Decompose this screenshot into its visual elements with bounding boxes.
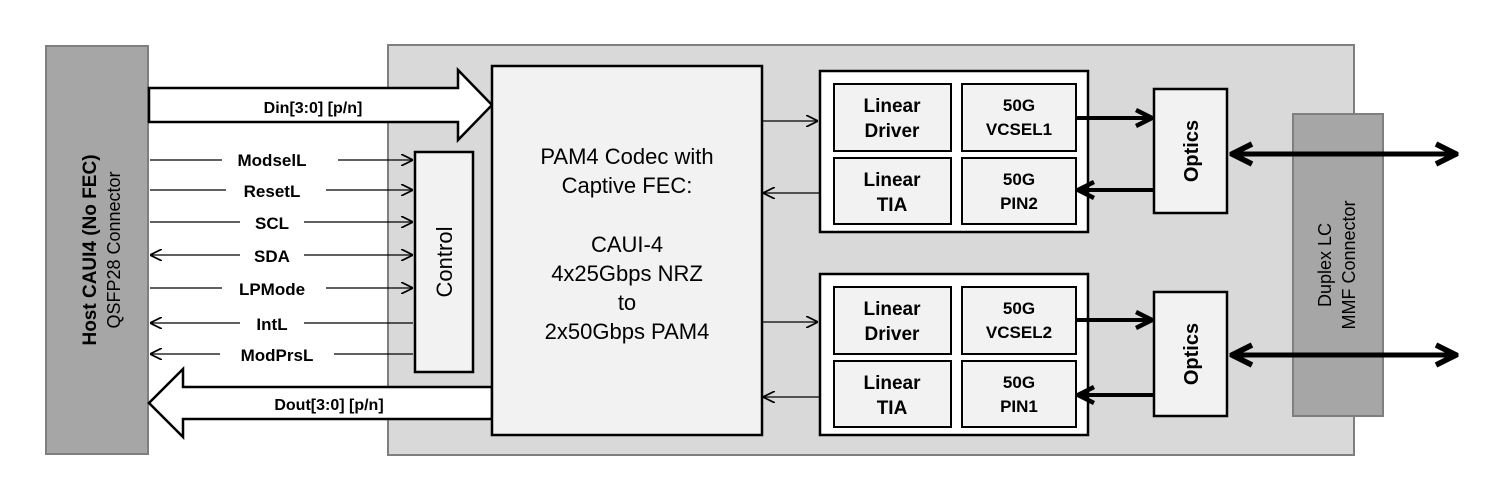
lane-1-vcsel-line2: VCSEL1 bbox=[986, 120, 1052, 139]
signal-label-modsell: ModselL bbox=[238, 151, 307, 170]
lane-2-driver-line2: Driver bbox=[865, 324, 921, 345]
lane-2-optics-block bbox=[1152, 290, 1229, 418]
lane-1-pin-block bbox=[961, 157, 1077, 225]
lane-1-tia-block bbox=[833, 157, 952, 225]
lc-connector-line1: Duplex LC bbox=[1315, 223, 1335, 307]
lane-1-pin-line2: PIN2 bbox=[1000, 194, 1038, 213]
codec-text: PAM4 Codec with Captive FEC: CAUI-4 4x25… bbox=[540, 144, 713, 344]
lane-2-tia-line1: Linear bbox=[863, 373, 921, 394]
lane-1-driver-block bbox=[833, 83, 952, 152]
lane-2-vcsel-block bbox=[961, 286, 1077, 355]
signal-label-intl: IntL bbox=[256, 315, 287, 334]
label-bg bbox=[226, 178, 326, 202]
lc-connector-line2: MMF Connector bbox=[1339, 200, 1359, 329]
lane-2-tia-block bbox=[833, 360, 952, 428]
lane-1-tia-line1: Linear bbox=[863, 170, 921, 191]
din-label: Din[3:0] [p/n] bbox=[264, 100, 363, 117]
label-bg bbox=[240, 311, 304, 335]
dout-label: Dout[3:0] [p/n] bbox=[274, 397, 383, 414]
host-title: Host CAUI4 (No FEC) bbox=[80, 154, 101, 345]
lane-1: Linear Driver 50G VCSEL1 Linear TIA 50G … bbox=[818, 69, 1229, 234]
lane-1-driver-line2: Driver bbox=[865, 121, 921, 142]
control-signal-labels: ModselL ResetL SCL SDA LPMode IntL ModPr… bbox=[220, 147, 338, 366]
host-connector-block bbox=[45, 45, 149, 455]
lane-1-optics-label: Optics bbox=[1181, 120, 1203, 182]
lane-2-driver-line1: Linear bbox=[863, 299, 921, 320]
label-bg bbox=[240, 243, 304, 267]
codec-block bbox=[490, 64, 764, 437]
lane-2-optics-label: Optics bbox=[1181, 323, 1203, 385]
din-bus-arrow bbox=[147, 66, 494, 144]
signal-label-lpmode: LPMode bbox=[239, 280, 305, 299]
codec-line-1: PAM4 Codec with bbox=[540, 144, 713, 169]
lane-2-tia-line2: TIA bbox=[877, 398, 908, 419]
codec-line-5: 4x25Gbps NRZ bbox=[551, 261, 703, 286]
lane-2: Linear Driver 50G VCSEL2 Linear TIA 50G … bbox=[818, 272, 1229, 437]
lane-1-vcsel-line1: 50G bbox=[1003, 96, 1035, 115]
lane-1-vcsel-block bbox=[961, 83, 1077, 152]
lane-2-vcsel-line1: 50G bbox=[1003, 299, 1035, 318]
lane-1-driver-line1: Linear bbox=[863, 96, 921, 117]
dout-bus-arrow bbox=[147, 365, 494, 441]
codec-line-2: Captive FEC: bbox=[562, 173, 693, 198]
lane-2-pin-line1: 50G bbox=[1003, 373, 1035, 392]
lc-connector-block bbox=[1292, 113, 1384, 417]
signal-label-modprsl: ModPrsL bbox=[241, 346, 314, 365]
lane-2-driver-block bbox=[833, 286, 952, 355]
label-bg bbox=[222, 276, 326, 300]
lane-1-optics-block bbox=[1152, 87, 1229, 215]
signal-label-resetl: ResetL bbox=[244, 182, 301, 201]
lane-2-pin-block bbox=[961, 360, 1077, 428]
label-bg bbox=[220, 342, 334, 366]
label-bg bbox=[222, 147, 338, 171]
signal-label-sda: SDA bbox=[254, 247, 290, 266]
lane-1-pin-line1: 50G bbox=[1003, 170, 1035, 189]
control-label: Control bbox=[432, 227, 457, 298]
codec-line-4: CAUI-4 bbox=[591, 232, 663, 257]
control-block bbox=[413, 150, 475, 374]
label-bg bbox=[240, 210, 304, 234]
codec-line-6: to bbox=[618, 290, 636, 315]
codec-line-7: 2x50Gbps PAM4 bbox=[545, 319, 710, 344]
host-subtitle: QSFP28 Connector bbox=[104, 171, 124, 328]
lane-2-pin-line2: PIN1 bbox=[1000, 397, 1038, 416]
lane-2-vcsel-line2: VCSEL2 bbox=[986, 323, 1052, 342]
signal-label-scl: SCL bbox=[255, 214, 289, 233]
lane-1-tia-line2: TIA bbox=[877, 195, 908, 216]
